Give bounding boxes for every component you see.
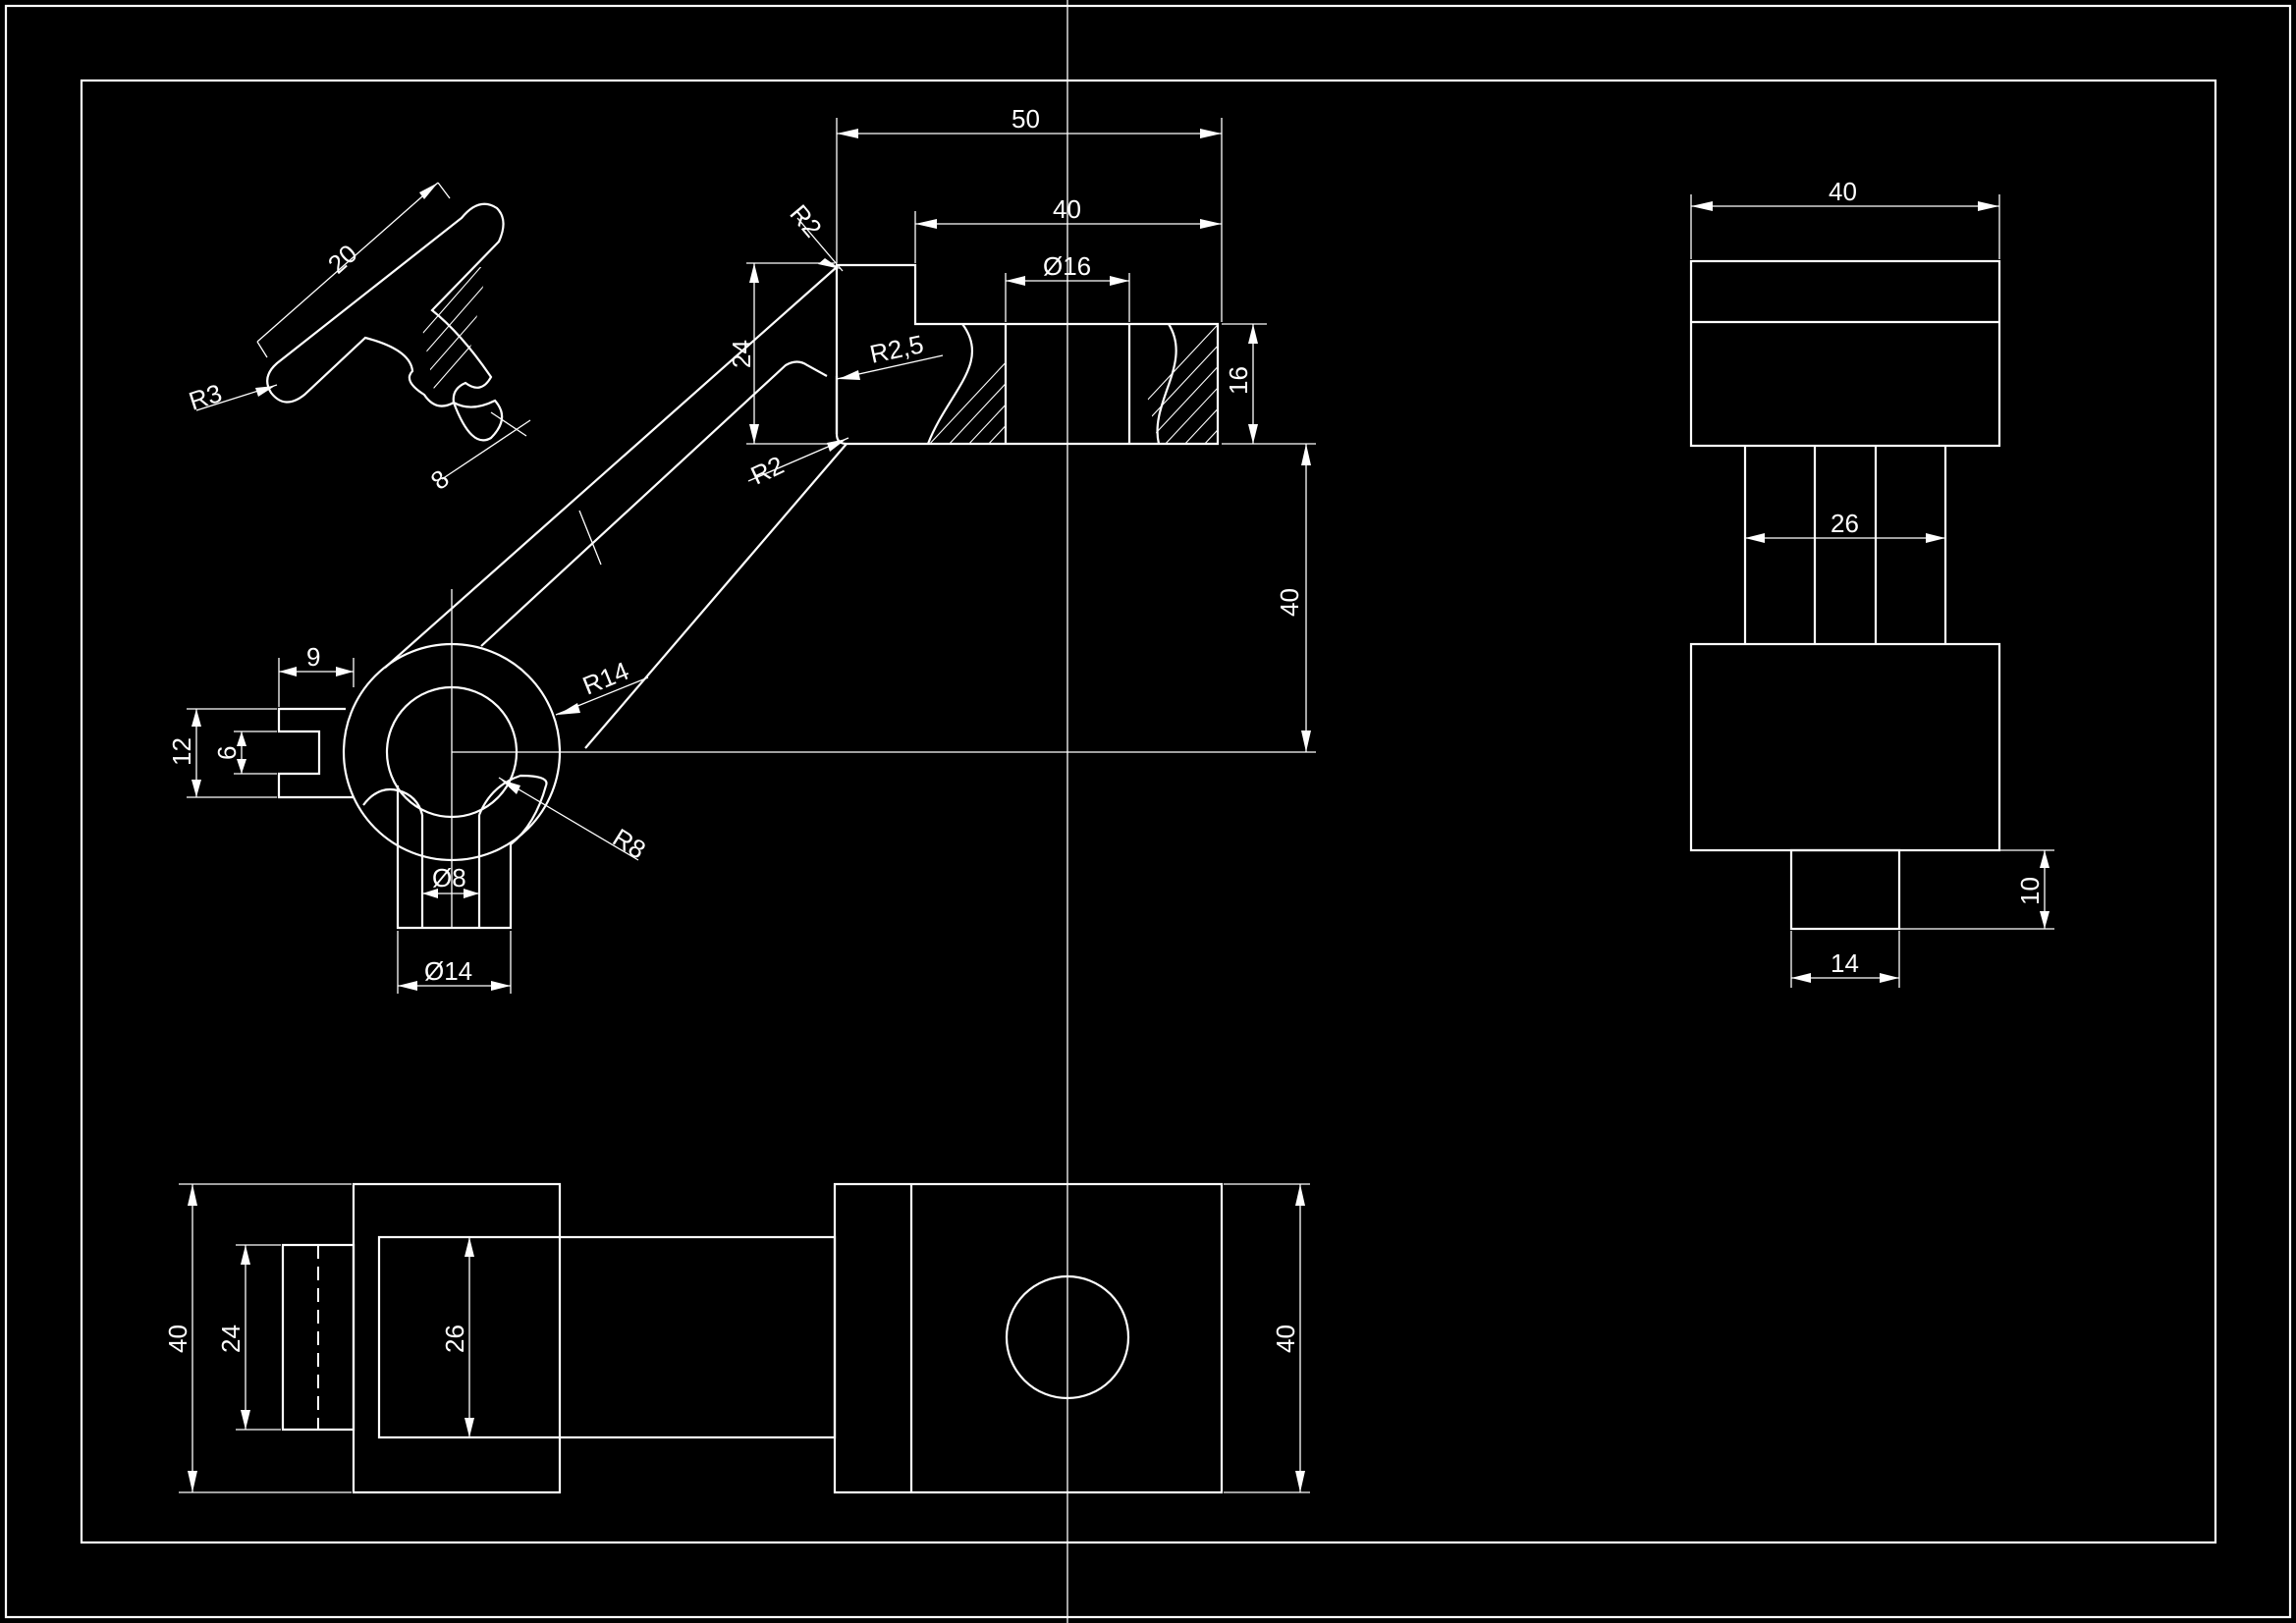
arm-inner-slot xyxy=(480,360,828,647)
arm-center-tick xyxy=(578,510,602,566)
left-tongue xyxy=(277,707,354,799)
inner-frame xyxy=(80,79,2217,1544)
dim-r3: R3 xyxy=(186,378,226,416)
plan-dim-26: 26 xyxy=(440,1325,469,1353)
side-tube xyxy=(1789,848,1901,931)
dim-40-vertical: 40 xyxy=(1275,588,1304,617)
tube-outline xyxy=(396,784,548,930)
side-dim-14: 14 xyxy=(1831,948,1859,978)
break-line-left xyxy=(926,323,974,445)
side-top-block xyxy=(1689,259,2001,448)
boss-lower-section-right xyxy=(477,774,548,816)
section-hatching xyxy=(912,313,1218,462)
dim-12: 12 xyxy=(167,737,196,766)
dim-dia16: Ø16 xyxy=(1043,251,1091,281)
plan-dim-24: 24 xyxy=(216,1325,246,1353)
dim-16: 16 xyxy=(1224,366,1253,395)
upper-block-outline xyxy=(835,263,1220,446)
plan-dim-40-right: 40 xyxy=(1271,1325,1300,1353)
break-line-right xyxy=(1156,323,1177,445)
outer-frame xyxy=(4,4,2292,1619)
boss-lower-section-left xyxy=(362,787,424,816)
dim-6: 6 xyxy=(212,746,242,760)
side-dim-40: 40 xyxy=(1829,177,1857,206)
dim-r2-bottom: R2 xyxy=(746,450,789,490)
side-bottom-block xyxy=(1689,642,2001,852)
dim-24: 24 xyxy=(727,340,756,368)
dim-r8: R8 xyxy=(608,823,651,865)
plan-upper-block xyxy=(833,1182,1224,1494)
dim-r14: R14 xyxy=(578,656,632,701)
dim-r2-top: R2 xyxy=(784,199,827,243)
t-section-outline xyxy=(266,202,505,407)
dim-9: 9 xyxy=(306,642,320,672)
plan-dim-40-left: 40 xyxy=(163,1325,192,1353)
t-section-notch xyxy=(452,399,504,442)
dim-8: 8 xyxy=(425,463,455,495)
dim-dia8: Ø8 xyxy=(432,863,466,893)
front-view-dimensions: 50 40 Ø16 16 24 40 R xyxy=(167,104,1316,994)
plan-view: 40 24 26 40 xyxy=(163,1182,1310,1494)
removed-section-view: 20 R3 8 xyxy=(186,182,551,496)
side-view: 40 26 10 14 xyxy=(1689,177,2054,988)
side-dim-26: 26 xyxy=(1831,509,1859,538)
dim-50: 50 xyxy=(1011,104,1040,134)
dim-dia14: Ø14 xyxy=(424,956,472,986)
side-dim-10: 10 xyxy=(2015,877,2045,905)
dim-20: 20 xyxy=(322,239,363,280)
plan-hole xyxy=(1005,1274,1130,1400)
front-section-view xyxy=(277,263,1316,930)
dim-r2-5: R2,5 xyxy=(867,329,926,369)
arm-lower-edge xyxy=(584,443,847,749)
arm-upper-edge xyxy=(384,266,838,669)
dim-40-top: 40 xyxy=(1053,194,1081,224)
